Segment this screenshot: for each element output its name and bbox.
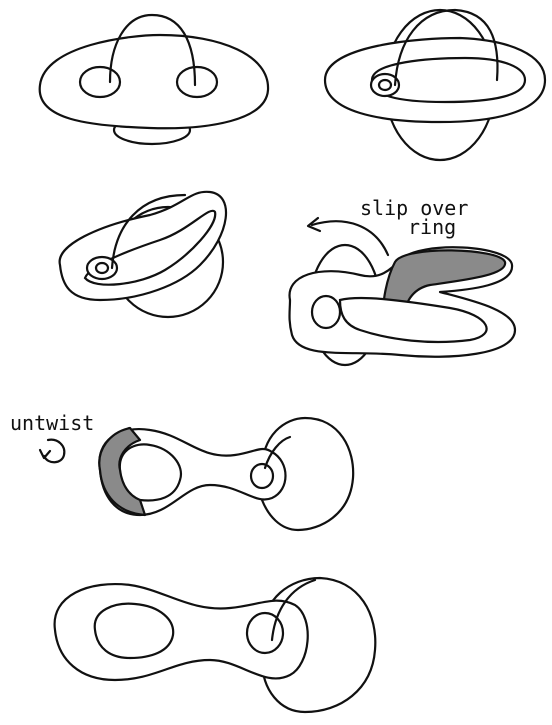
stage-4-slip-over-ring: slip over ring bbox=[290, 196, 516, 365]
two-holed-disk bbox=[40, 35, 268, 128]
stage-5-untwist: untwist bbox=[10, 411, 353, 530]
ring-hole bbox=[312, 296, 340, 328]
small-loop-hole bbox=[379, 80, 391, 90]
left-hole bbox=[80, 67, 120, 97]
slip-label-line2: ring bbox=[408, 215, 456, 239]
curved-arrow bbox=[312, 221, 388, 255]
stage-3-lifted-band bbox=[60, 192, 226, 317]
rotate-arrow-head bbox=[40, 450, 50, 458]
untwist-label: untwist bbox=[10, 411, 94, 435]
rotate-arrow bbox=[44, 440, 64, 463]
stage-1-disk-with-ring bbox=[40, 15, 268, 144]
final-left-hole bbox=[95, 604, 173, 658]
small-coil-hole bbox=[96, 263, 108, 273]
stage-2-band-around-ring bbox=[325, 10, 545, 160]
stage-6-final bbox=[55, 578, 376, 712]
right-hole bbox=[177, 67, 217, 97]
right-lobe-hole bbox=[251, 464, 273, 488]
